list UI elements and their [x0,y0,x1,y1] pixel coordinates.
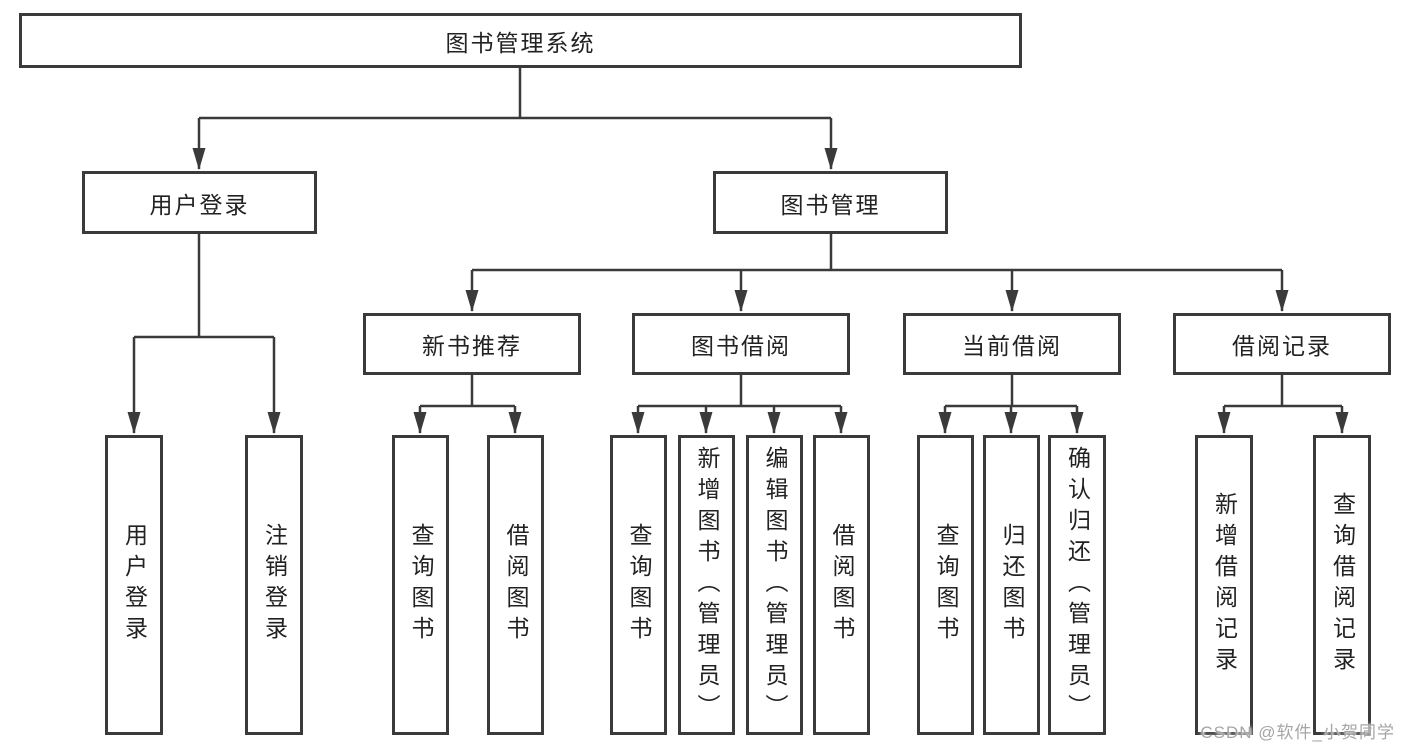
node-user-login: 用户登录 [82,171,317,234]
node-label: 注销登录 [261,523,288,647]
leaf-logout: 注销登录 [245,435,303,735]
node-borrow-records: 借阅记录 [1173,313,1391,375]
node-label: 图书借阅 [691,333,791,359]
leaf-add-books-admin: 新增图书（管理员） [678,435,735,735]
node-label: 新书推荐 [422,333,522,359]
node-label: 编辑图书（管理员） [762,445,788,725]
leaf-query-books-recommend: 查询图书 [392,435,449,735]
node-label: 查询图书 [626,523,652,647]
node-label: 查询借阅记录 [1329,492,1356,678]
node-label: 新增借阅记录 [1211,492,1238,678]
node-label: 图书管理系统 [445,29,596,56]
leaf-query-books-current: 查询图书 [917,435,974,735]
node-new-book-recommend: 新书推荐 [363,313,581,375]
csdn-watermark: CSDN @软件_小贺同学 [1200,723,1395,742]
leaf-edit-books-admin: 编辑图书（管理员） [746,435,803,735]
node-root-system: 图书管理系统 [19,13,1022,68]
node-label: 借阅图书 [503,523,529,647]
leaf-user-login: 用户登录 [105,435,163,735]
node-book-management: 图书管理 [713,171,948,234]
node-label: 查询图书 [408,523,434,647]
leaf-query-borrow-record: 查询借阅记录 [1313,435,1371,735]
leaf-query-books-borrow: 查询图书 [610,435,667,735]
node-book-borrow: 图书借阅 [632,313,850,375]
node-label: 当前借阅 [962,333,1062,359]
node-label: 归还图书 [999,523,1025,647]
node-label: 图书管理 [780,191,881,218]
node-label: 用户登录 [121,523,148,647]
node-current-borrow: 当前借阅 [903,313,1121,375]
node-label: 查询图书 [933,523,959,647]
node-label: 用户登录 [149,191,250,218]
node-label: 借阅记录 [1232,333,1332,359]
leaf-confirm-return-admin: 确认归还（管理员） [1048,435,1106,735]
leaf-borrow-books-borrow: 借阅图书 [813,435,870,735]
node-label: 新增图书（管理员） [694,445,720,725]
node-label: 确认归还（管理员） [1064,445,1091,725]
leaf-add-borrow-record: 新增借阅记录 [1195,435,1253,735]
node-label: 借阅图书 [829,523,855,647]
leaf-borrow-books-recommend: 借阅图书 [487,435,544,735]
leaf-return-books: 归还图书 [983,435,1040,735]
